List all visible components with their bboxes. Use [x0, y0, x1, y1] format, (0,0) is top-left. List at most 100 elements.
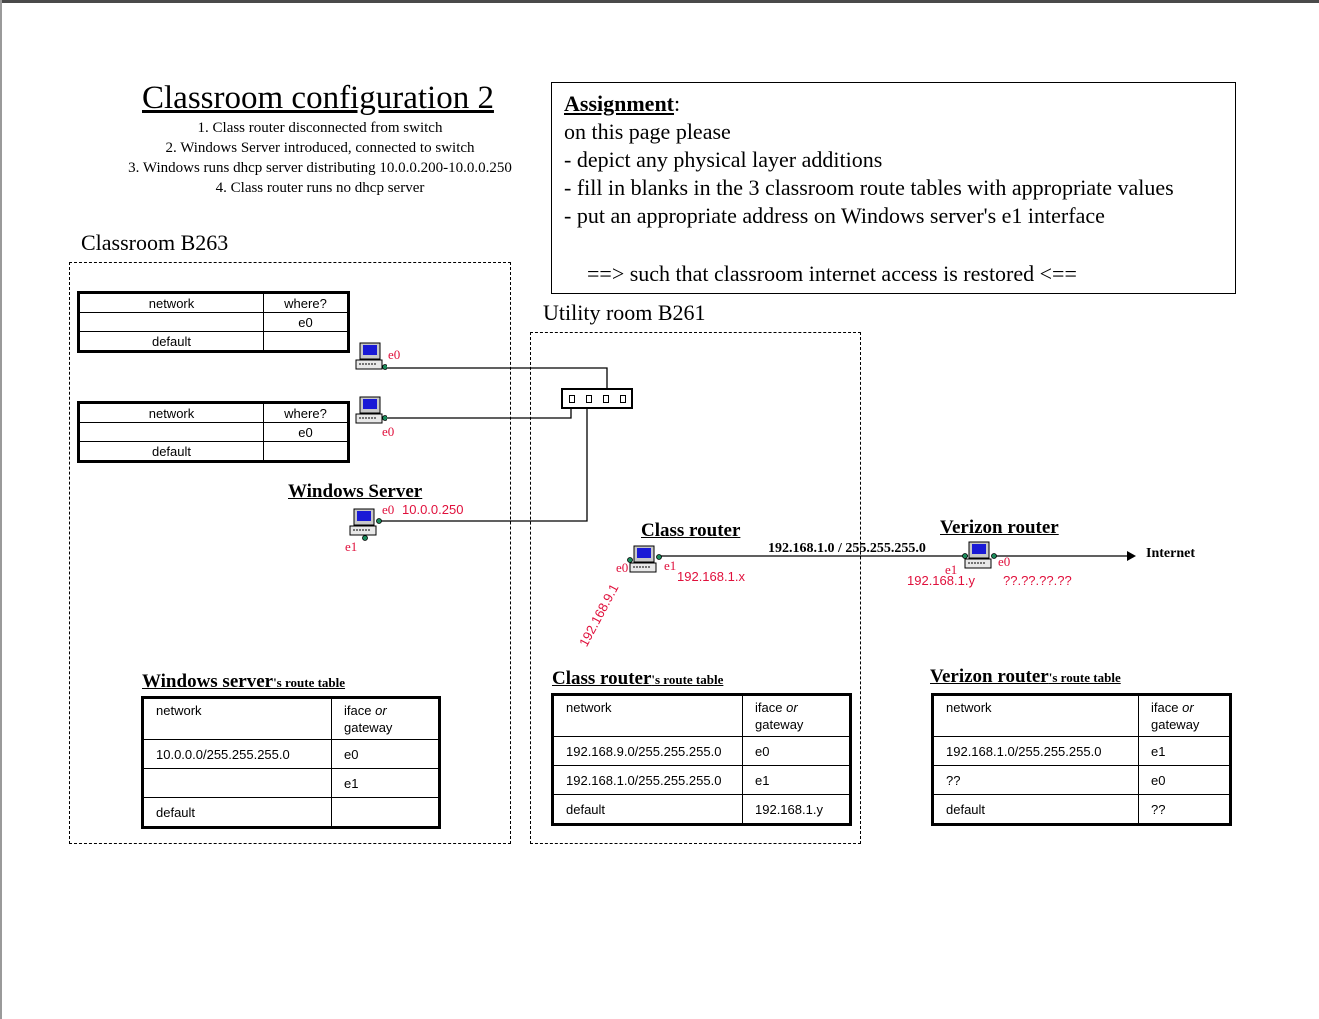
table-row: e1	[142, 768, 440, 798]
table-cell: default	[932, 794, 1139, 825]
step-item: 2. Windows Server introduced, connected …	[165, 140, 475, 156]
network-switch[interactable]	[561, 388, 633, 409]
step-item: 4. Class router runs no dhcp server	[215, 180, 425, 196]
table-cell: network	[78, 292, 264, 313]
table-cell: e0	[263, 312, 349, 332]
table-cell: default	[142, 797, 332, 828]
server-e0-label: e0	[382, 502, 395, 517]
table-cell: network	[932, 694, 1139, 737]
assignment-box: Assignment: on this page please - depict…	[551, 82, 1236, 294]
assignment-line: - put an appropriate address on Windows …	[564, 203, 1105, 228]
table-cell: 192.168.9.0/255.255.255.0	[552, 736, 743, 766]
table-header-row: network where?	[78, 402, 349, 423]
table-row: 192.168.9.0/255.255.255.0 e0	[552, 736, 851, 766]
table-cell: e1	[1138, 736, 1231, 766]
pc1-computer-icon[interactable]	[355, 342, 387, 372]
table-row: default	[78, 441, 349, 462]
table-cell: where?	[263, 292, 349, 313]
table-row: 10.0.0.0/255.255.255.0 e0	[142, 739, 440, 769]
table-row: 192.168.1.0/255.255.255.0 e1	[552, 765, 851, 795]
table-cell: e1	[742, 765, 851, 795]
table-cell[interactable]	[331, 797, 440, 828]
class-router-title: Class router	[641, 520, 741, 541]
class-router-icon[interactable]	[627, 544, 663, 576]
config-steps: 1. Class router disconnected from switch…	[96, 118, 544, 198]
pc2-iface-label: e0	[382, 424, 395, 439]
table-cell: 192.168.1.0/255.255.255.0	[932, 736, 1139, 766]
assignment-goal: ==> such that classroom internet access …	[587, 261, 1077, 286]
table-cell: 192.168.1.y	[742, 794, 851, 825]
verizon-route-table-title: Verizon router's route table	[930, 666, 1121, 687]
table-row: default 192.168.1.y	[552, 794, 851, 825]
router-link-network-label: 192.168.1.0 / 255.255.255.0	[768, 541, 926, 556]
table-cell: e0	[331, 739, 440, 769]
table-row: e0	[78, 312, 349, 332]
table-cell: e0	[742, 736, 851, 766]
pc1-iface-label: e0	[388, 347, 401, 362]
pc1-route-table: network where? e0 default	[77, 291, 350, 353]
switch-port	[619, 394, 626, 403]
switch-port	[602, 394, 609, 403]
windows-server-title: Windows Server	[288, 481, 423, 502]
table-row: default ??	[932, 794, 1231, 825]
table-cell: network	[142, 697, 332, 740]
table-cell: default	[552, 794, 743, 825]
assignment-line: on this page please	[564, 119, 731, 144]
table-cell: where?	[263, 402, 349, 423]
windows-route-table-title: Windows server's route table	[142, 671, 346, 692]
switch-port	[585, 394, 592, 403]
verizon-e1-ip: 192.168.1.y	[907, 573, 975, 588]
table-cell: ??	[932, 765, 1139, 795]
verizon-router-title: Verizon router	[940, 517, 1059, 538]
step-item: 1. Class router disconnected from switch	[197, 120, 443, 136]
pc2-computer-icon[interactable]	[355, 396, 387, 426]
server-e0-ip: 10.0.0.250	[402, 502, 464, 517]
table-cell[interactable]	[78, 312, 264, 332]
table-cell: e0	[263, 422, 349, 442]
assignment-line: - fill in blanks in the 3 classroom rout…	[564, 175, 1174, 200]
table-cell: e0	[1138, 765, 1231, 795]
table-cell: default	[78, 441, 264, 462]
table-row: 192.168.1.0/255.255.255.0 e1	[932, 736, 1231, 766]
verizon-e0-label: e0	[998, 554, 1011, 569]
class-router-e1-label: e1	[664, 558, 677, 573]
internet-arrowhead	[1127, 551, 1136, 561]
utility-room-label: Utility room B261	[543, 300, 706, 325]
table-cell: e1	[331, 768, 440, 798]
utility-room-boundary	[530, 332, 861, 844]
table-cell: network	[78, 402, 264, 423]
page-title: Classroom configuration 2	[142, 80, 494, 116]
table-cell[interactable]	[78, 422, 264, 442]
table-cell: 10.0.0.0/255.255.255.0	[142, 739, 332, 769]
class-route-table-title: Class router's route table	[552, 668, 724, 689]
table-cell: default	[78, 331, 264, 352]
table-cell[interactable]	[263, 441, 349, 462]
step-item: 3. Windows runs dhcp server distributing…	[128, 160, 512, 176]
table-row: ?? e0	[932, 765, 1231, 795]
classroom-label: Classroom B263	[81, 230, 229, 255]
verizon-e1-label: e1	[945, 562, 958, 577]
assignment-line: - depict any physical layer additions	[564, 147, 883, 172]
verizon-router-icon[interactable]	[962, 540, 998, 572]
page-left-border	[0, 0, 2, 1019]
verizon-e0-ip: ??.??.??.??	[1003, 573, 1072, 588]
classroom-boundary	[69, 262, 511, 844]
class-router-e1-ip: 192.168.1.x	[677, 569, 745, 584]
table-cell[interactable]	[263, 331, 349, 352]
table-cell[interactable]	[142, 768, 332, 798]
table-cell: ??	[1138, 794, 1231, 825]
windows-server-computer-icon[interactable]	[349, 507, 383, 541]
table-row: default	[78, 331, 349, 352]
switch-port	[568, 394, 575, 403]
pc2-route-table: network where? e0 default	[77, 401, 350, 463]
table-row: default	[142, 797, 440, 828]
table-row: e0	[78, 422, 349, 442]
